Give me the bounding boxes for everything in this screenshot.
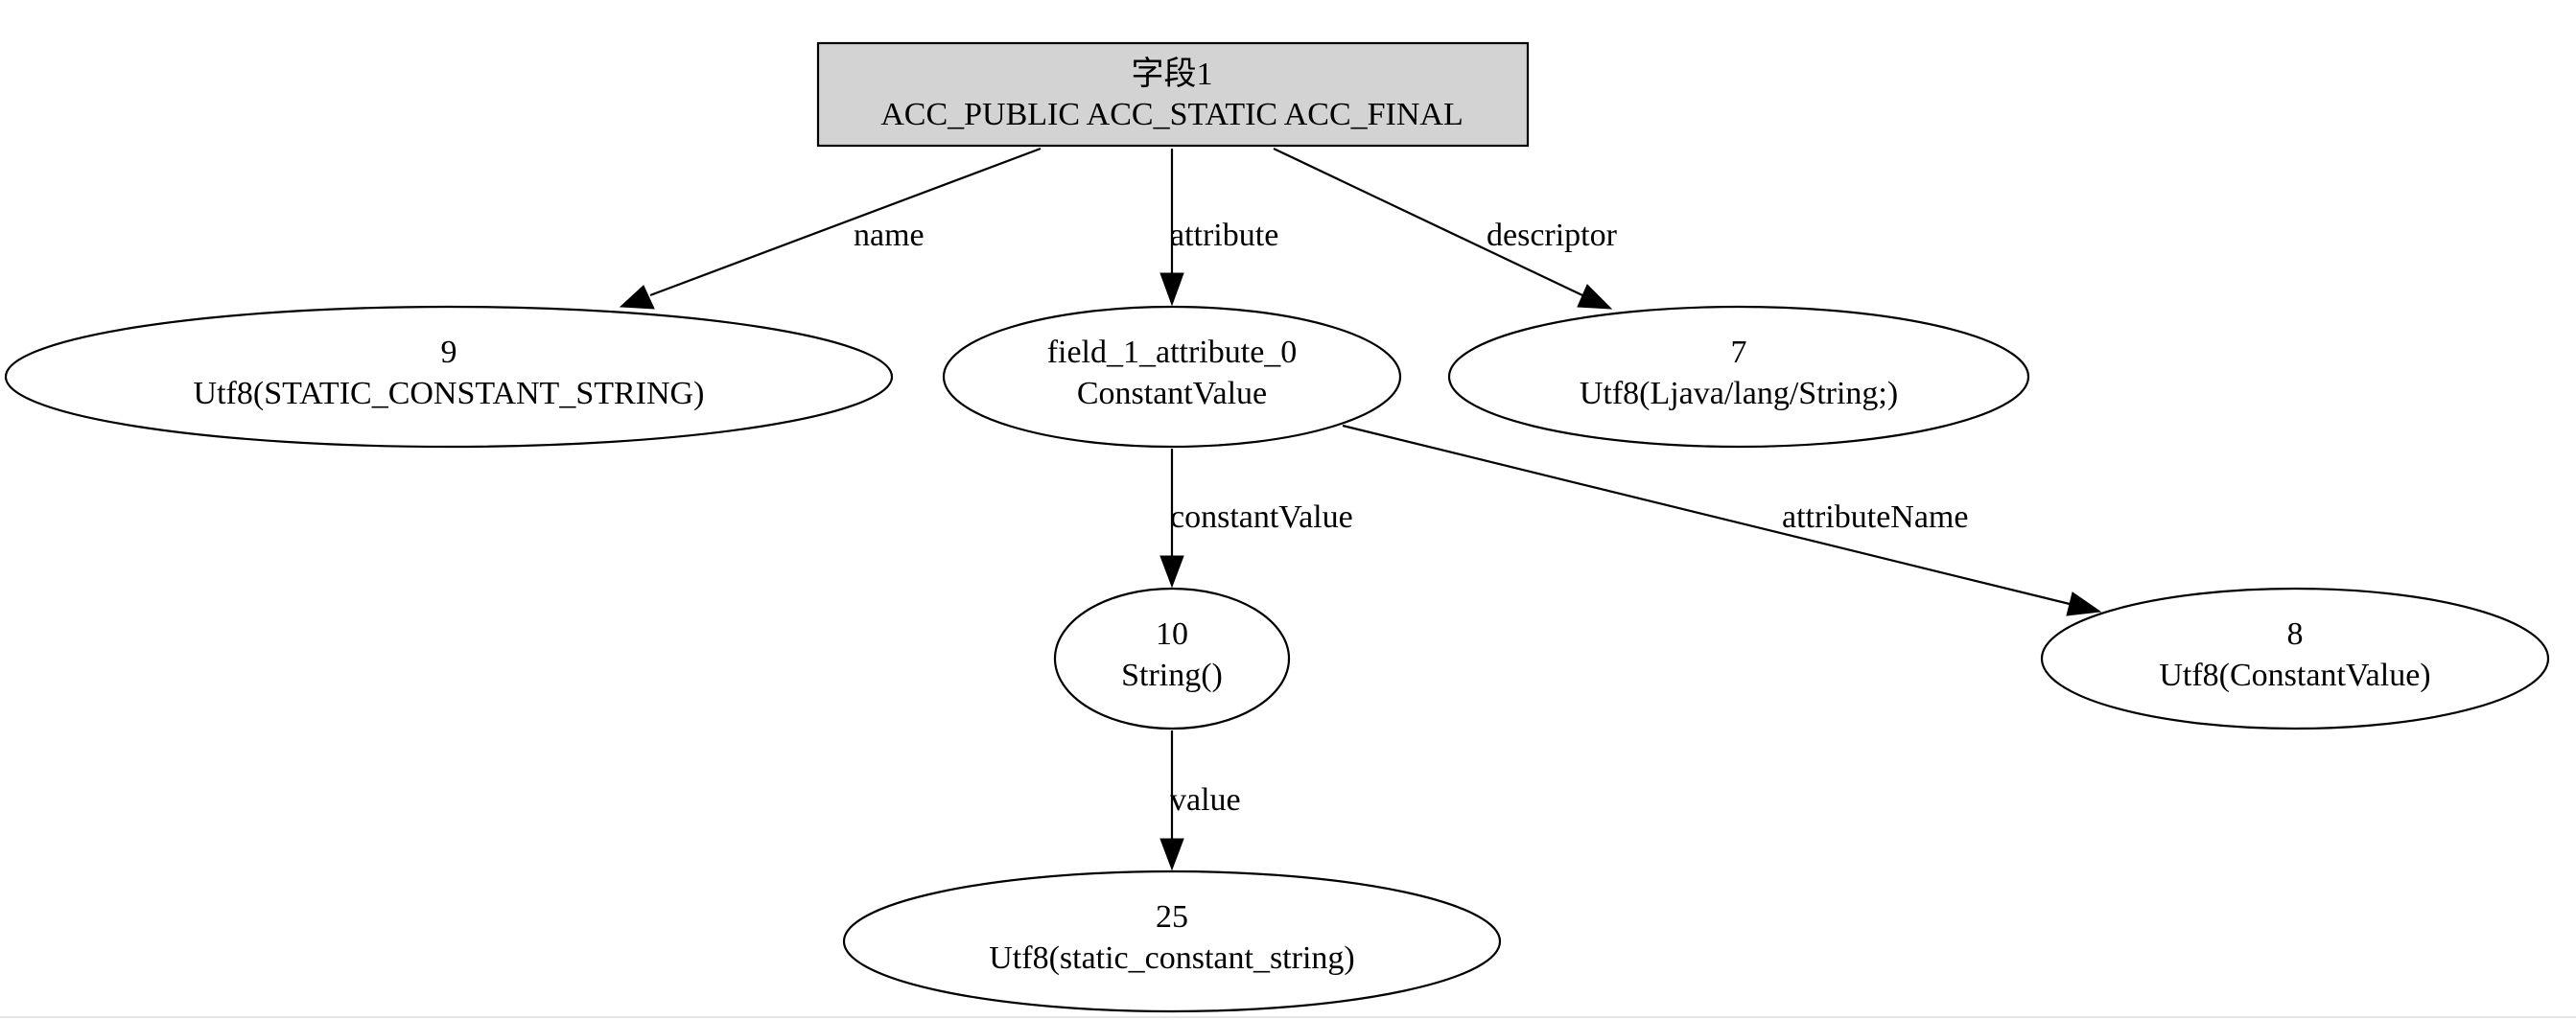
arrow-head-name [619,285,655,310]
node-7-ellipse [1447,305,2030,449]
node-9-value: Utf8(STATIC_CONSTANT_STRING) [194,376,705,411]
arrow-head-constantValue [1159,555,1184,589]
arrow-head-attributeName [2066,591,2102,616]
edges: name attribute descriptor constantValue … [619,147,2102,871]
node-8-index: 8 [2287,616,2304,652]
node-10-index: 10 [1156,616,1188,652]
edge-descriptor: descriptor [1273,148,1618,310]
node-field-title: 字段1 [1132,56,1213,92]
edge-label-attributeName: attributeName [1782,499,1968,535]
edge-name: name [619,147,1042,310]
node-10-value: String() [1121,658,1223,693]
node-field-box [816,41,1530,148]
node-25: 25 Utf8(static_constant_string) [842,869,1502,1013]
nodes: 字段1 ACC_PUBLIC ACC_STATIC ACC_FINAL 9 Ut… [4,41,2550,1013]
node-attribute: field_1_attribute_0 ConstantValue [942,305,1402,449]
edge-attributeName: attributeName [1342,424,2102,616]
node-8-ellipse [2040,587,2550,730]
edge-attribute: attribute [1159,149,1278,307]
node-7: 7 Utf8(Ljava/lang/String;) [1447,305,2030,449]
node-9: 9 Utf8(STATIC_CONSTANT_STRING) [4,305,894,449]
node-10-ellipse [1053,587,1291,730]
node-7-value: Utf8(Ljava/lang/String;) [1580,376,1898,411]
edge-constantValue: constantValue [1159,449,1353,589]
node-8: 8 Utf8(ConstantValue) [2040,587,2550,730]
node-10: 10 String() [1053,587,1291,730]
arrow-head-descriptor [1577,284,1613,310]
edge-label-constantValue: constantValue [1170,499,1353,535]
node-attribute-name: field_1_attribute_0 [1047,335,1298,370]
node-8-value: Utf8(ConstantValue) [2159,658,2430,693]
node-9-index: 9 [441,335,457,370]
node-field: 字段1 ACC_PUBLIC ACC_STATIC ACC_FINAL [816,41,1530,148]
node-9-ellipse [4,305,894,449]
node-25-index: 25 [1156,899,1188,935]
edge-label-attribute: attribute [1170,218,1278,253]
node-attribute-type: ConstantValue [1077,376,1267,411]
node-field-flags: ACC_PUBLIC ACC_STATIC ACC_FINAL [880,97,1464,132]
arrow-head-value [1159,838,1184,871]
node-25-value: Utf8(static_constant_string) [989,940,1354,976]
edge-label-value: value [1170,782,1241,818]
node-25-ellipse [842,869,1502,1013]
edge-label-name: name [854,218,925,253]
edge-label-descriptor: descriptor [1487,218,1618,253]
node-attribute-ellipse [942,305,1402,449]
arrow-head-attribute [1159,272,1184,307]
edge-value: value [1159,730,1241,871]
node-7-index: 7 [1731,335,1747,370]
